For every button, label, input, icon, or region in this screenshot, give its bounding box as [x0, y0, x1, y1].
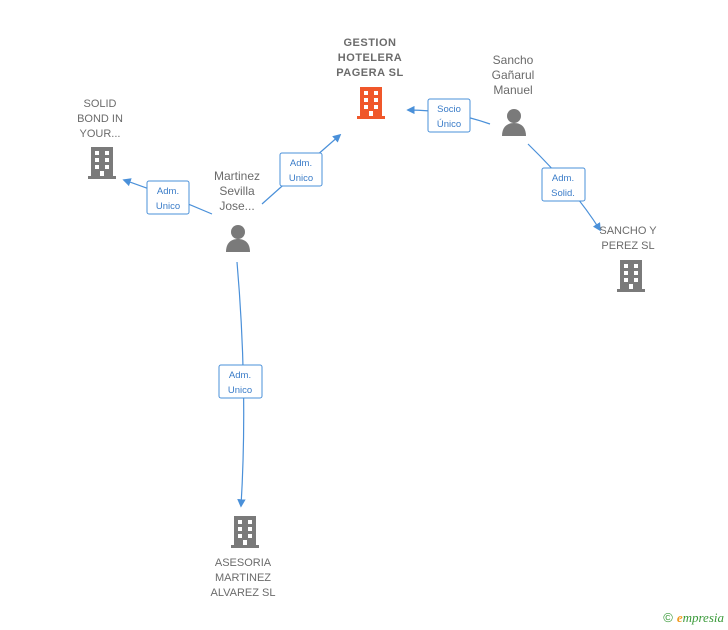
node-label-line2: Sevilla: [219, 184, 255, 198]
node-label-line2: HOTELERA: [338, 52, 403, 64]
node-sancho-perez[interactable]: SANCHO Y PEREZ SL: [599, 225, 657, 292]
node-label-line2: PEREZ SL: [601, 240, 654, 252]
node-label-line3: Manuel: [493, 83, 532, 97]
building-icon: [617, 260, 645, 292]
node-label-line2: Gañarul: [492, 68, 535, 82]
node-label-line1: Sancho: [493, 53, 534, 67]
edge-label-line2: Solid.: [551, 188, 575, 199]
building-icon: [231, 516, 259, 548]
node-label-line3: ALVAREZ SL: [210, 587, 275, 599]
edge-label-line1: Adm.: [552, 173, 574, 184]
edge-martinez-gestion: Adm. Unico: [261, 133, 342, 205]
node-label-line1: SANCHO Y: [599, 225, 657, 237]
building-icon: [357, 87, 385, 119]
edge-martinez-solid: Adm. Unico: [122, 178, 213, 215]
edge-sancho-gestion: Socio Único: [406, 98, 491, 133]
edge-label-line1: Adm.: [157, 186, 179, 197]
copyright-symbol: ©: [663, 610, 673, 625]
brand-initial: e: [676, 610, 683, 625]
edge-label-line2: Único: [437, 119, 461, 130]
node-martinez-sevilla[interactable]: Martinez Sevilla Jose...: [214, 169, 260, 252]
node-label-line1: GESTION: [343, 37, 396, 49]
edge-label-line1: Socio: [437, 104, 461, 115]
node-label-line3: YOUR...: [80, 128, 121, 140]
brand-name: mpresia: [682, 610, 724, 625]
edge-sancho-sanchoperez: Adm. Solid.: [527, 143, 601, 232]
node-sancho-ganarul[interactable]: Sancho Gañarul Manuel: [492, 53, 535, 136]
empresia-watermark: ©empresia: [663, 610, 724, 626]
edge-label-line2: Unico: [289, 173, 313, 184]
node-label-line1: SOLID: [83, 98, 116, 110]
node-label-line3: PAGERA SL: [336, 67, 403, 79]
node-label-line1: ASESORIA: [215, 557, 272, 569]
edge-label-line2: Unico: [228, 385, 252, 396]
node-label-line2: MARTINEZ: [215, 572, 271, 584]
node-label-line1: Martinez: [214, 169, 260, 183]
person-icon: [226, 225, 250, 252]
building-icon: [88, 147, 116, 179]
node-asesoria-martinez[interactable]: ASESORIA MARTINEZ ALVAREZ SL: [210, 516, 276, 599]
node-label-line2: BOND IN: [77, 113, 123, 125]
person-icon: [502, 109, 526, 136]
edge-label-line2: Unico: [156, 201, 180, 212]
node-solid-bond[interactable]: SOLID BOND IN YOUR...: [77, 98, 123, 179]
edge-label-line1: Adm.: [229, 370, 251, 381]
node-gestion-hotelera[interactable]: GESTION HOTELERA PAGERA SL: [336, 37, 403, 119]
edge-label-line1: Adm.: [290, 158, 312, 169]
node-label-line3: Jose...: [219, 199, 254, 213]
edge-martinez-asesoria: Adm. Unico: [218, 261, 263, 508]
